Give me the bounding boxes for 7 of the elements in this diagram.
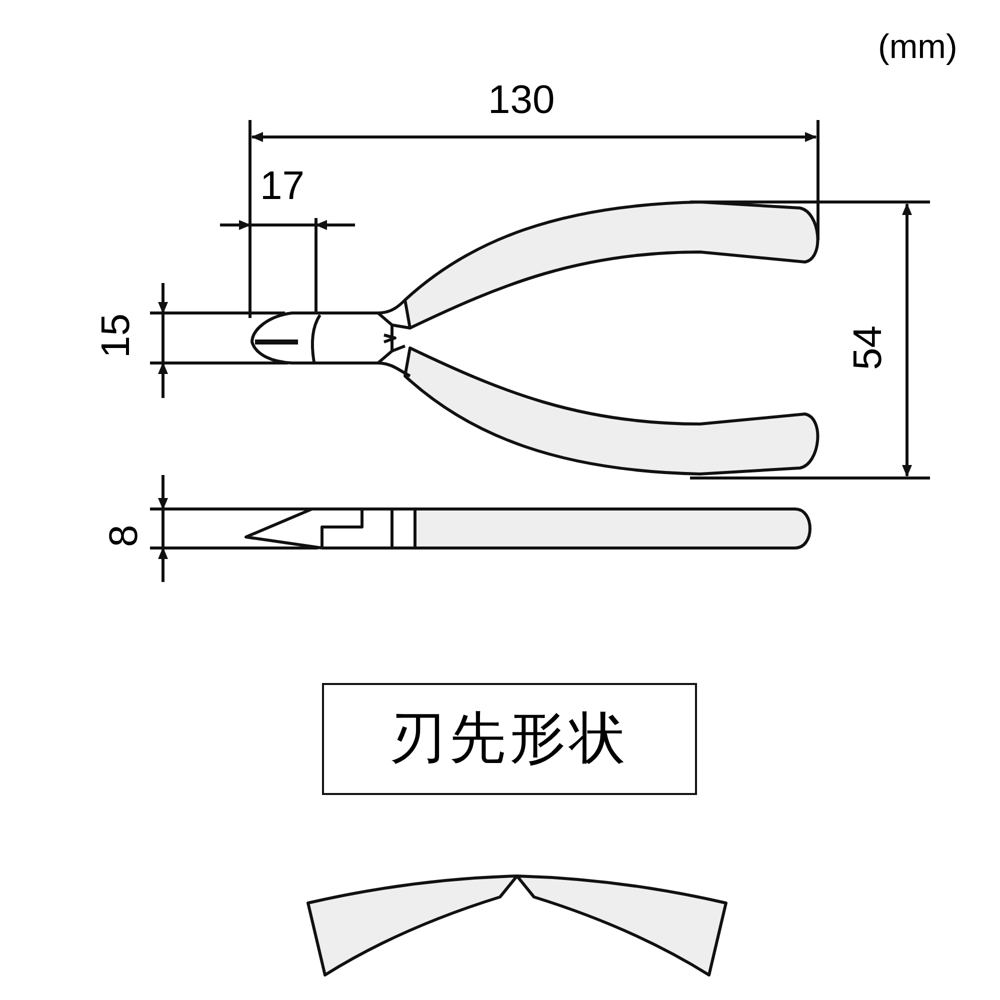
unit-label: (mm) [878,30,958,64]
dimension-label: 54 [848,326,888,370]
dimension-label: 8 [104,524,144,547]
dimension-label: 17 [260,166,304,206]
dimension-label: 15 [96,314,136,358]
dimension-label: 130 [488,80,555,120]
title-box: 刃先形状 [322,683,697,795]
